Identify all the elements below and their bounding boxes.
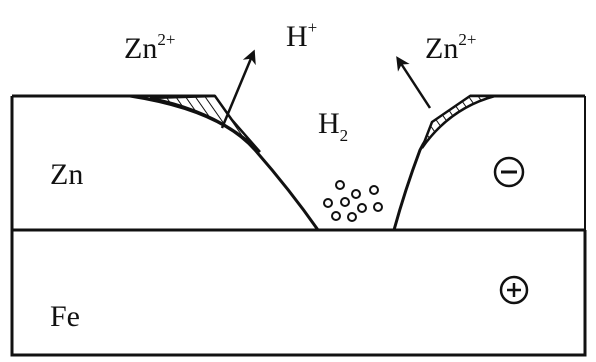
zinc-layer-label: Zn — [50, 158, 83, 191]
pit-left-wall — [129, 94, 320, 231]
iron-layer-label: Fe — [50, 300, 80, 333]
gas-bubbles-icon — [323, 180, 383, 222]
zinc-layer-body — [12, 96, 585, 230]
hydrogen-label: H2 — [318, 107, 348, 145]
arrow-up-left-icon — [220, 49, 256, 129]
corrosion-product-right — [420, 94, 496, 149]
zn-ion-left-label: Zn2+ — [124, 30, 175, 65]
circled-minus-icon — [493, 156, 525, 188]
iron-layer-border — [10, 230, 587, 357]
corrosion-product-left — [149, 94, 261, 153]
h-ion-label: H+ — [286, 18, 317, 53]
zn-ion-right-label: Zn2+ — [425, 30, 476, 65]
circled-plus-icon — [499, 275, 529, 305]
arrow-up-left-icon — [396, 56, 432, 109]
